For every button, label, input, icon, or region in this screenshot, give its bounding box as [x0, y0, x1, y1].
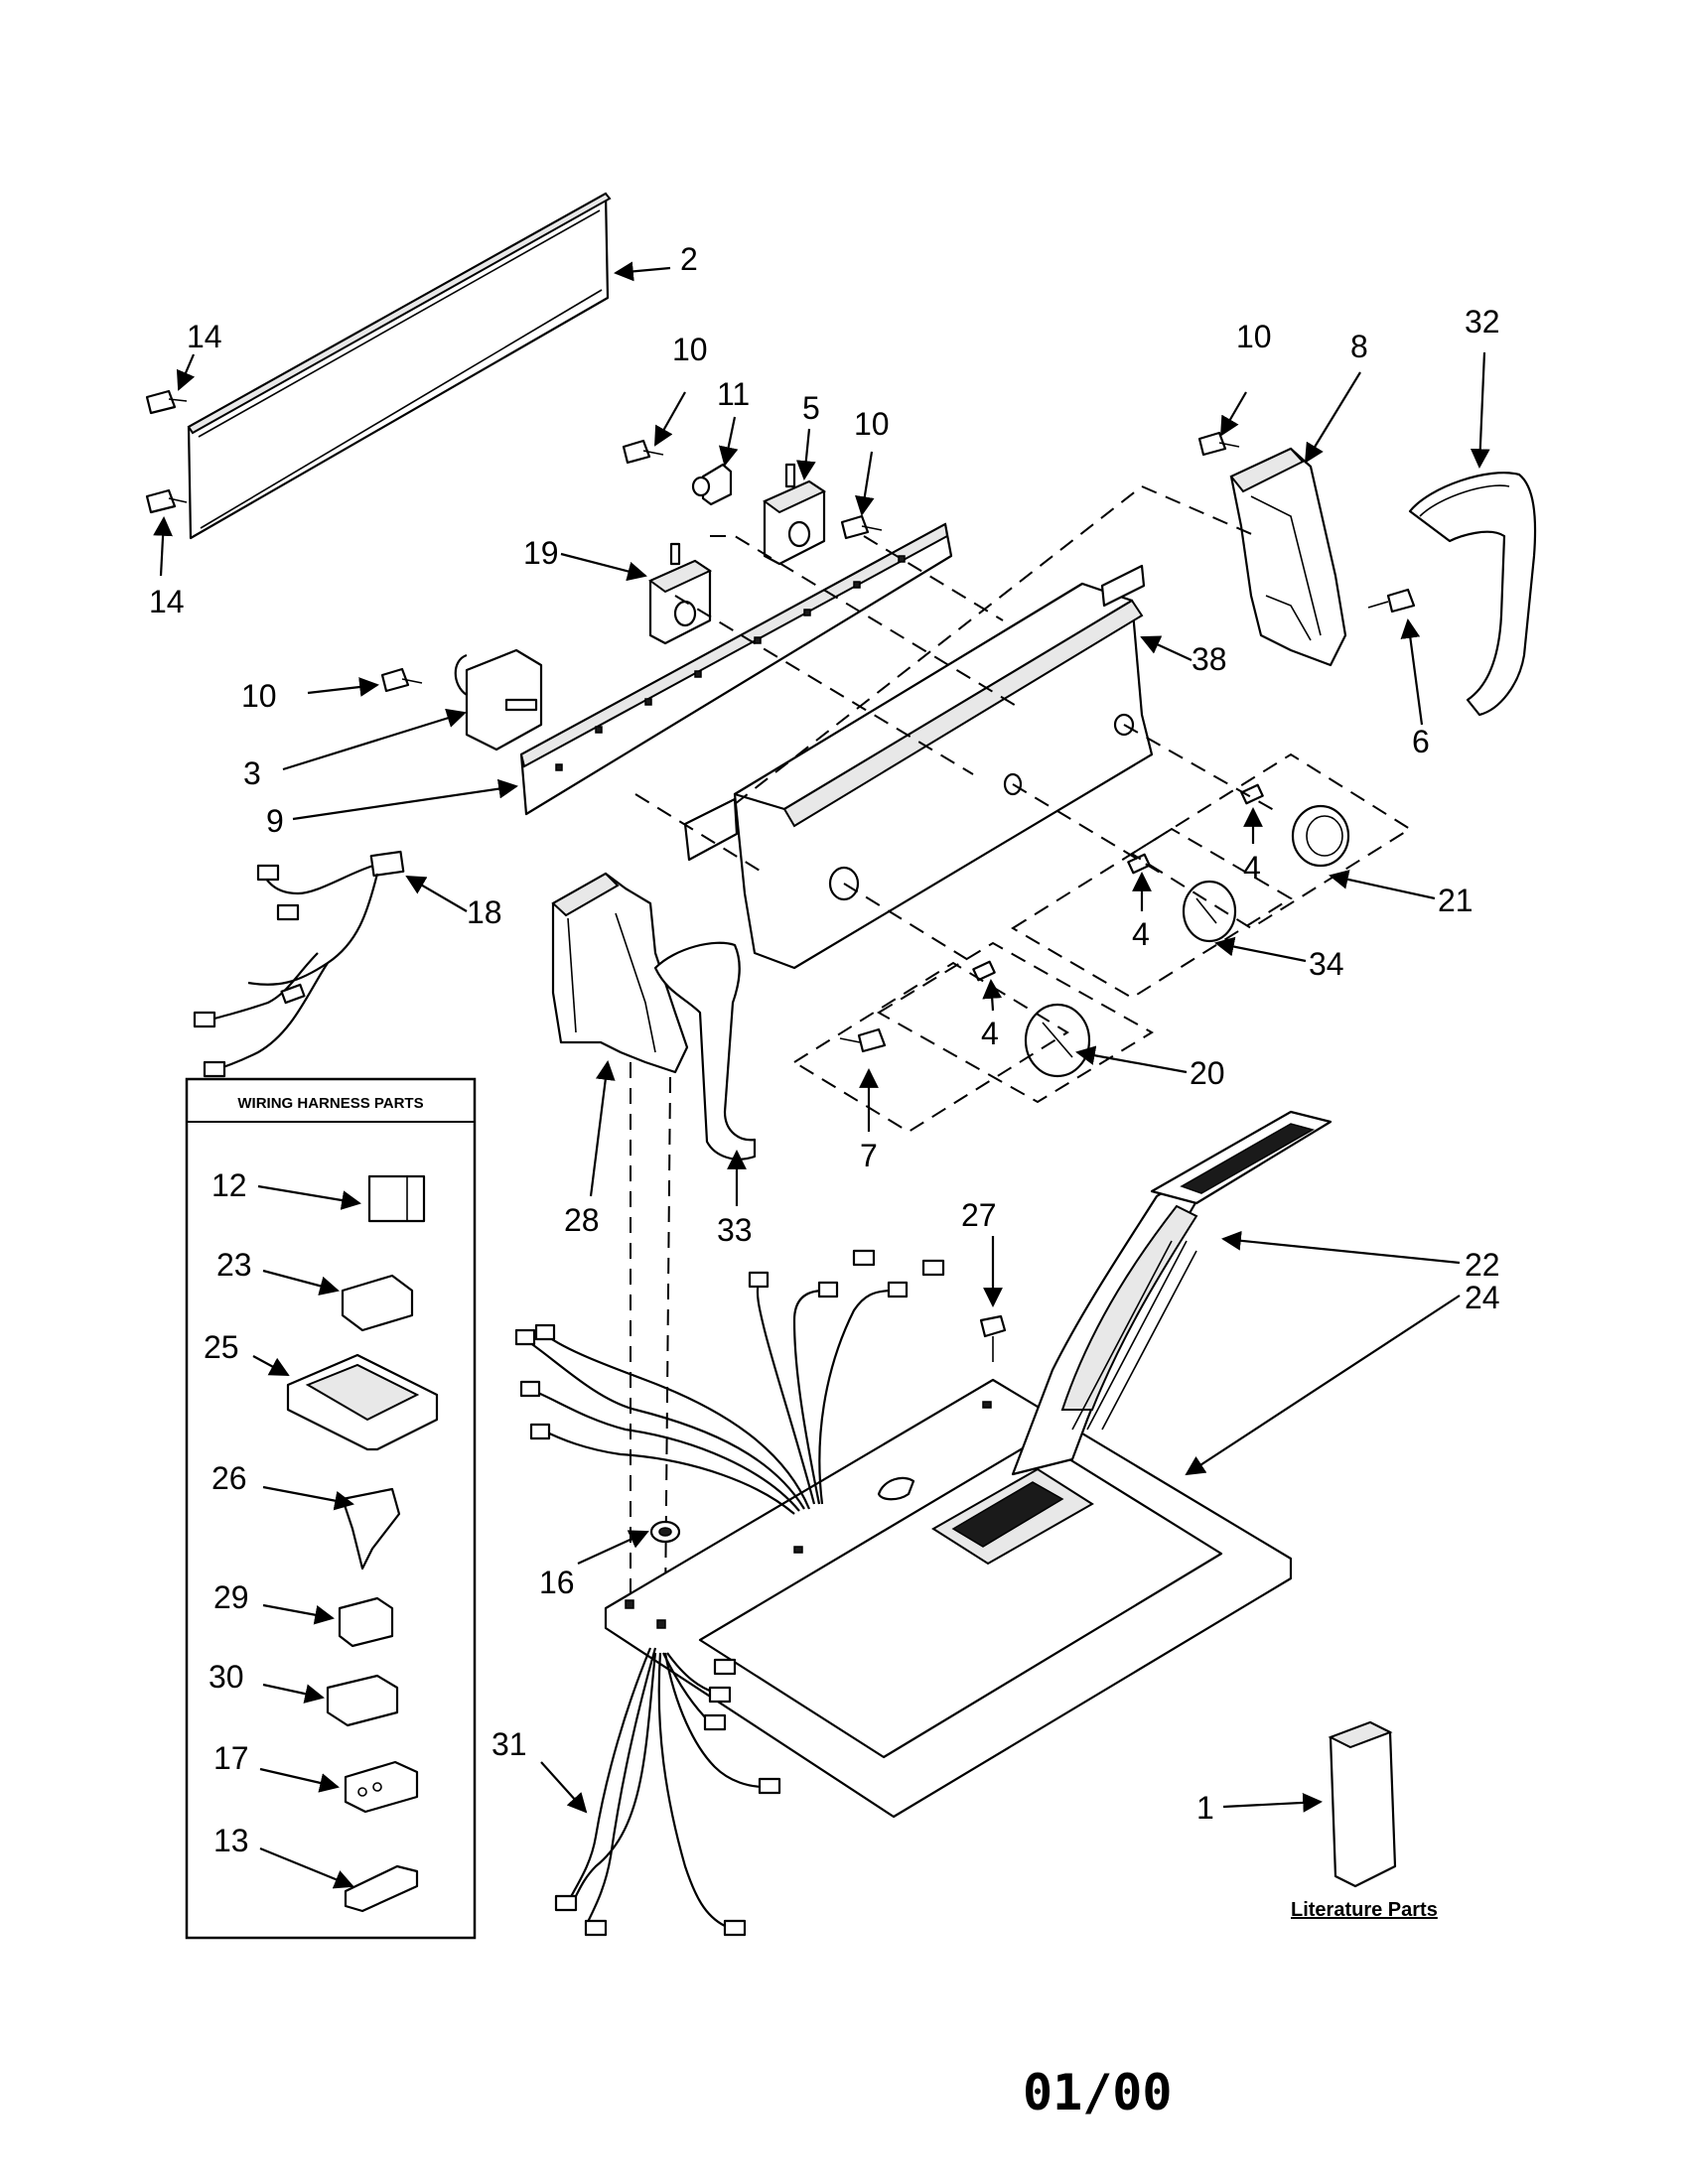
screw-part-6 [1367, 588, 1416, 614]
callout-10-b: 10 [854, 406, 890, 442]
upper-wiring [514, 1249, 945, 1515]
trim-left-part-33 [653, 941, 757, 1160]
callout-31: 31 [491, 1726, 527, 1762]
callout-34: 34 [1309, 946, 1344, 982]
lint-screen-part-22 [1011, 1110, 1333, 1476]
wire-harness-part-18 [193, 850, 405, 1078]
callout-4-b: 4 [1132, 916, 1150, 952]
callout-14-bottom: 14 [149, 584, 185, 619]
end-cap-left-part-28 [551, 872, 689, 1074]
knob-part-20 [1024, 1003, 1091, 1078]
footer-date: 01/00 [1023, 2064, 1173, 2121]
callout-20: 20 [1190, 1055, 1225, 1091]
connector-part-17 [344, 1760, 419, 1814]
rear-panel-part-2 [187, 192, 612, 540]
knob-part-34 [1182, 880, 1237, 943]
callout-leader-lines [153, 261, 1490, 1889]
screw-part-7 [839, 1027, 887, 1053]
callout-16: 16 [539, 1565, 575, 1600]
callout-2: 2 [680, 241, 698, 277]
connector-part-12 [367, 1174, 426, 1223]
screw-part-10-b [840, 514, 883, 540]
callout-1: 1 [1196, 1790, 1214, 1826]
literature-parts-label: Literature Parts [1291, 1899, 1438, 1921]
callout-33: 33 [717, 1212, 753, 1248]
callout-21: 21 [1438, 883, 1474, 918]
trim-right-part-32 [1408, 472, 1537, 717]
callout-8: 8 [1350, 329, 1368, 364]
spring-part-4-a [1240, 783, 1264, 805]
bracket-part-11 [691, 463, 733, 506]
connector-part-23 [341, 1274, 414, 1332]
callout-3: 3 [243, 755, 261, 791]
connector-part-26 [341, 1487, 401, 1570]
callout-numbers: 2 14 14 10 11 5 10 19 10 3 9 18 10 8 32 … [149, 241, 1500, 1858]
callout-10-a: 10 [672, 332, 708, 367]
callout-12: 12 [211, 1167, 247, 1203]
connector-part-30 [326, 1674, 399, 1727]
callout-27: 27 [961, 1197, 997, 1233]
timer-part-3 [454, 648, 543, 751]
callout-24: 24 [1465, 1280, 1500, 1315]
callout-4-a: 4 [1243, 850, 1261, 886]
harness-part-31 [554, 1647, 781, 1937]
grommet-part-16 [649, 1520, 681, 1544]
top-part-24 [604, 1378, 1293, 1819]
assembly-guide-lines [630, 485, 1412, 1609]
callout-26: 26 [211, 1460, 247, 1496]
callout-11: 11 [717, 376, 750, 412]
literature-part-1 [1328, 1720, 1397, 1888]
callout-7: 7 [860, 1138, 878, 1173]
callout-22: 22 [1465, 1247, 1500, 1283]
knob-part-21 [1291, 804, 1350, 868]
screw-part-10-c [1197, 431, 1240, 457]
callout-25: 25 [204, 1329, 239, 1365]
harness-box-title: WIRING HARNESS PARTS [237, 1095, 423, 1112]
callout-13: 13 [213, 1823, 249, 1858]
callout-17: 17 [213, 1740, 249, 1776]
screw-part-10-d [380, 667, 423, 693]
callout-29: 29 [213, 1579, 249, 1615]
screw-part-14-top [145, 389, 188, 415]
connector-part-25 [286, 1353, 439, 1451]
callout-28: 28 [564, 1202, 600, 1238]
screw-part-14-bottom [145, 488, 188, 514]
end-cap-right-part-8 [1229, 447, 1347, 667]
console-bracket-part-9 [519, 522, 953, 816]
callout-6: 6 [1412, 724, 1430, 759]
callout-18: 18 [467, 894, 502, 930]
switch-part-5 [763, 463, 827, 566]
callout-14-top: 14 [187, 319, 222, 354]
callout-23: 23 [216, 1247, 252, 1283]
switch-part-19 [648, 542, 713, 645]
spring-part-4-c [972, 960, 996, 982]
callout-10-d: 10 [241, 678, 277, 714]
callout-10-c: 10 [1236, 319, 1272, 354]
screw-part-10-a [622, 439, 664, 465]
terminal-part-13 [344, 1864, 419, 1913]
wiring-harness-parts-box: WIRING HARNESS PARTS [185, 1077, 477, 1940]
callout-4-c: 4 [981, 1016, 999, 1051]
callout-30: 30 [209, 1659, 244, 1695]
callout-5: 5 [802, 390, 820, 426]
screw-part-27 [979, 1314, 1007, 1362]
console-panel-part-38 [683, 564, 1154, 970]
callout-9: 9 [266, 803, 284, 839]
callout-38: 38 [1192, 641, 1227, 677]
callout-19: 19 [523, 535, 559, 571]
connector-part-29 [338, 1596, 394, 1648]
callout-32: 32 [1465, 304, 1500, 340]
